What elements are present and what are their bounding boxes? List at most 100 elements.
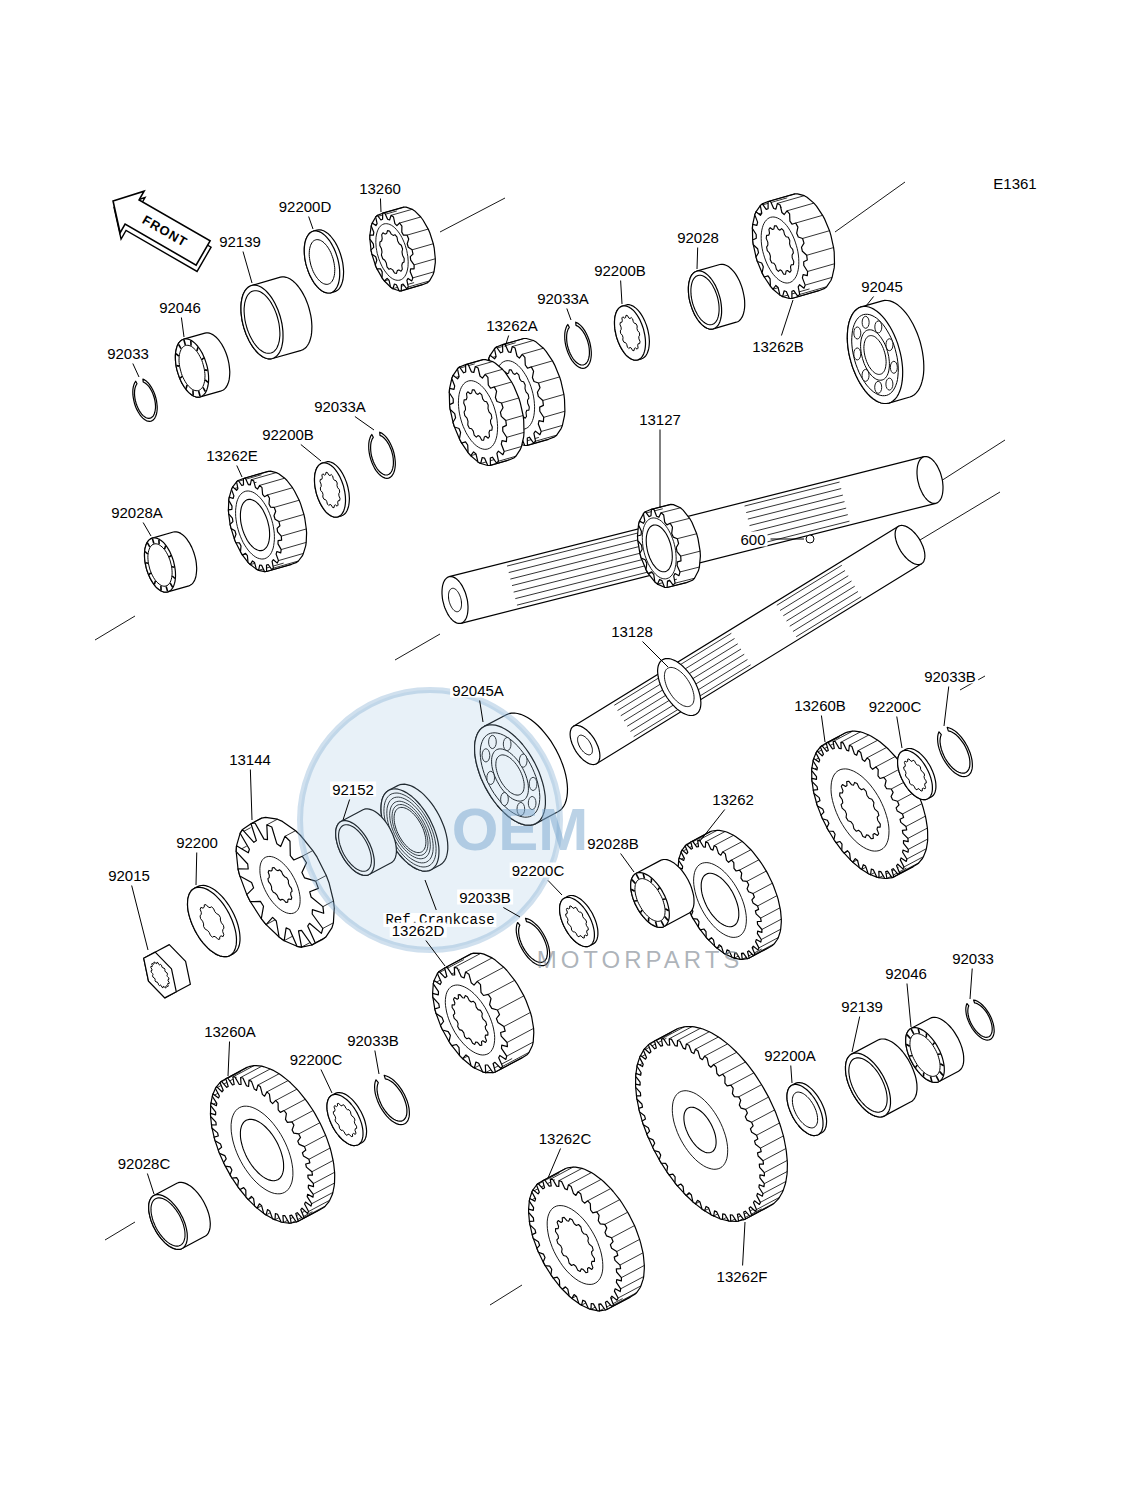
callout-number: 92028B — [585, 836, 641, 851]
leader-line — [505, 336, 509, 348]
gear-tooth-edge — [714, 835, 733, 845]
gear-tooth-edge — [867, 747, 886, 757]
needle-roller — [152, 539, 153, 544]
gear-hub — [376, 224, 408, 281]
gear-tooth-edge — [760, 198, 787, 206]
gear-hub — [642, 518, 676, 579]
needle-roller — [180, 376, 182, 378]
leader-line — [697, 248, 699, 270]
part-face — [188, 887, 237, 956]
gear-tooth-edge — [494, 382, 511, 387]
part-ring — [369, 432, 396, 478]
part-body — [145, 532, 197, 592]
callout-number: 13262 — [710, 792, 756, 807]
callout-number: 92200D — [277, 199, 334, 214]
bearing-ball — [886, 378, 893, 390]
part-face — [149, 1195, 188, 1250]
watermark-text: OEM — [450, 800, 591, 860]
gear-tooth-edge — [507, 1028, 533, 1042]
axis-line — [490, 1285, 522, 1305]
gear-tooth-edge — [485, 369, 502, 374]
needle-roller — [923, 1073, 925, 1077]
gear-tooth-edge — [764, 1160, 787, 1172]
gear-tooth-edge — [233, 1066, 254, 1077]
gear-tooth-edge — [267, 1081, 288, 1092]
bearing-ball — [875, 321, 882, 333]
needle-roller — [145, 562, 148, 564]
needle-roller — [661, 921, 664, 926]
needle-roller — [199, 391, 200, 396]
gear-tooth-edge — [477, 967, 503, 981]
shaft-spline — [627, 654, 744, 726]
leader-line — [250, 770, 252, 821]
needle-roller — [166, 587, 167, 592]
gear-tooth-edge — [740, 860, 759, 870]
callout-number: 92028C — [116, 1156, 173, 1171]
callout-number: 13260 — [357, 181, 403, 196]
gear-tooth-edge — [731, 1073, 754, 1085]
gear-hub — [547, 1206, 603, 1285]
bearing-bore — [864, 336, 886, 375]
part-face — [752, 202, 807, 299]
nut-body — [144, 945, 191, 998]
output-drive-shaft — [442, 457, 943, 624]
shaft-spline — [754, 521, 849, 545]
gear-tooth-edge — [475, 362, 492, 367]
leader-line — [380, 199, 382, 213]
gear-tooth-edge — [612, 1226, 635, 1238]
part-washer — [615, 305, 650, 361]
gear-tooth-edge — [512, 340, 533, 346]
part-face — [315, 463, 346, 517]
gear-tooth-edge — [285, 831, 296, 837]
gear-tooth-edge — [858, 740, 877, 750]
shaft-end — [570, 725, 600, 764]
shaft-bore — [578, 735, 593, 755]
gear-hub — [445, 985, 494, 1055]
part-washer — [188, 885, 241, 956]
leader-line — [621, 281, 622, 305]
leader-line — [228, 1042, 230, 1077]
leader-line — [503, 908, 520, 918]
gear-tooth-edge — [503, 1052, 529, 1066]
needle-roller — [643, 874, 644, 879]
shaft-end — [442, 577, 468, 624]
gear-tooth-edge — [267, 819, 278, 825]
gear-tooth-edge — [747, 871, 766, 881]
callout-number: 92033B — [457, 890, 513, 905]
watermark-text: MOTORPARTS — [535, 948, 746, 972]
shaft-spline — [751, 508, 846, 532]
steel-ball — [806, 535, 814, 543]
snap-ring — [133, 379, 157, 421]
gear-tooth-edge — [220, 1071, 241, 1082]
needle-cage — [910, 1034, 940, 1077]
gear-tooth-edge — [315, 937, 326, 943]
callout-number: 92139 — [839, 999, 885, 1014]
needle-roller — [147, 543, 149, 547]
nut-thread — [151, 962, 169, 988]
gear-tooth-edge — [833, 731, 852, 741]
gear-tooth-edge — [876, 757, 895, 767]
gear-bore — [684, 1107, 716, 1153]
gear-tooth-edge — [803, 231, 830, 239]
callout-number: 92028 — [675, 230, 721, 245]
needle-roller — [158, 540, 160, 545]
gear-tooth-edge — [588, 1189, 611, 1201]
gear-hub — [761, 217, 799, 283]
gear-tooth-edge — [686, 1032, 709, 1044]
part-washer — [898, 749, 936, 800]
shaft-flange — [664, 667, 694, 706]
needle-roller — [648, 918, 650, 922]
part-cyl — [241, 277, 312, 359]
gear-tooth-edge — [907, 849, 926, 859]
gear-tooth-edge — [268, 488, 293, 495]
needle-roller — [640, 910, 642, 912]
front-arrow — [99, 180, 219, 280]
needle-roller — [636, 874, 639, 879]
gear-tooth-edge — [400, 217, 421, 223]
callout-number: 13262B — [750, 339, 806, 354]
nut-face — [144, 952, 177, 998]
gear-tooth-edge — [605, 1212, 628, 1224]
gear-tooth-edge — [497, 996, 523, 1010]
